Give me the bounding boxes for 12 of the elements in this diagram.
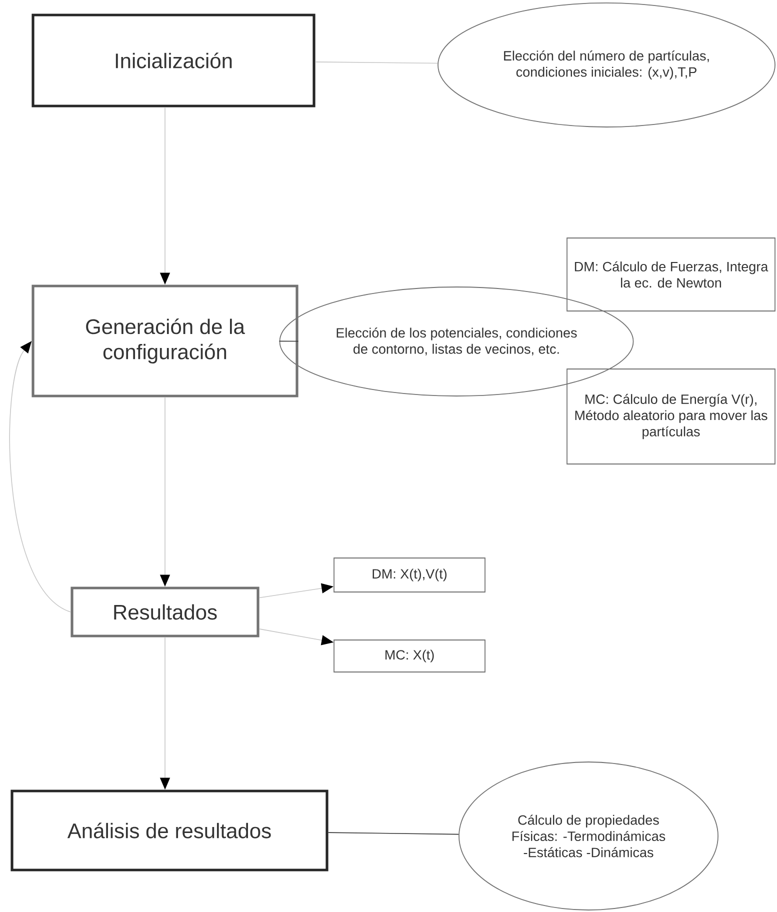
note-box: DM: Cálculo de Fuerzas, Integra la ec. de Newton <box>566 238 776 312</box>
process-box: Resultados <box>70 586 260 638</box>
note-box: MC: X(t) <box>334 640 486 672</box>
process-box: Generación de la configuración <box>32 284 298 398</box>
process-box: Análisis de resultados <box>10 790 328 872</box>
arrow <box>9 341 72 612</box>
connector-line <box>278 340 299 342</box>
connector-line <box>328 832 459 835</box>
connector-line <box>314 62 438 64</box>
note-box: DM: X(t),V(t) <box>334 558 486 592</box>
note-box: MC: Cálculo de Energía V(r), Método aleatorio para mover las partículas <box>566 368 776 464</box>
process-box: Inicialización <box>32 14 316 108</box>
